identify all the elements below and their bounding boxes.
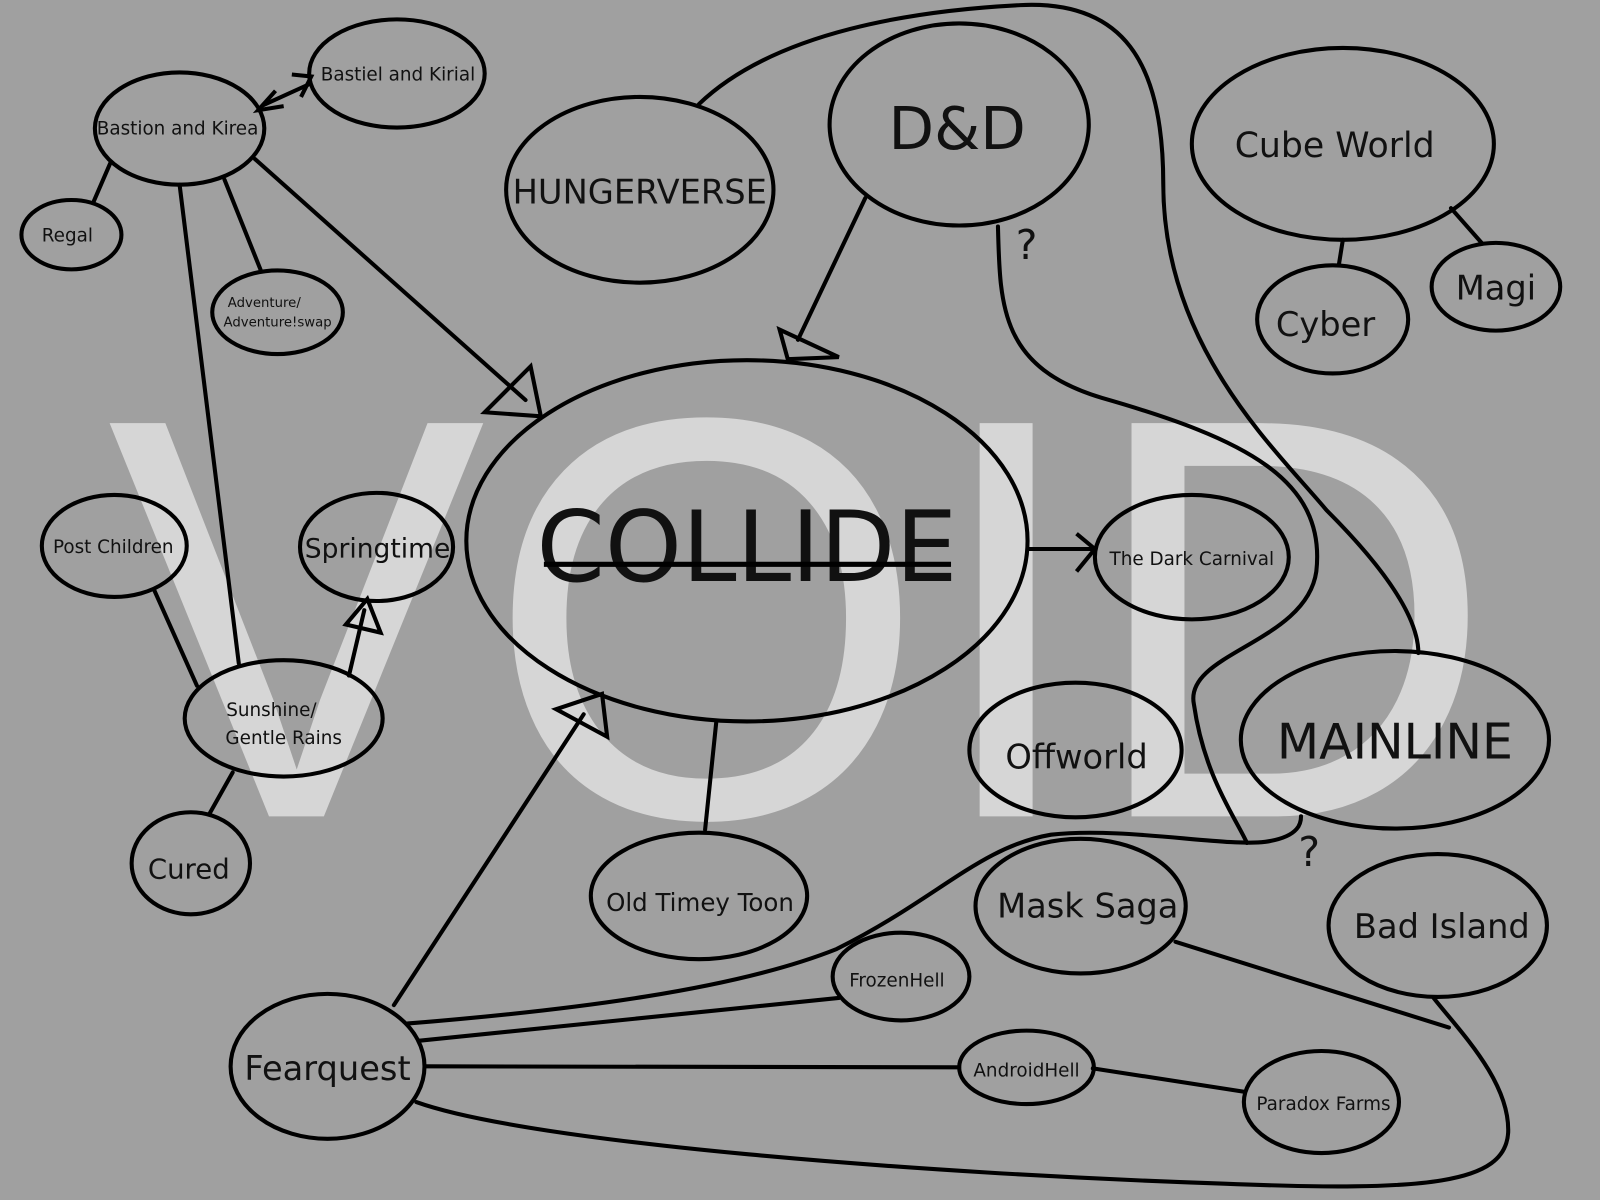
edge-cubeworld-magi xyxy=(1448,206,1484,245)
edge-hungerverse-mainline xyxy=(696,2,1421,656)
node-label: Old Timey Toon xyxy=(606,888,794,917)
edge-dnd-mainline xyxy=(995,224,1320,845)
edge-fearquest-collide xyxy=(391,712,586,1008)
node-label: Sunshine/ xyxy=(226,700,317,721)
question-mark-mainline: ? xyxy=(1298,828,1320,876)
node-androidhell[interactable]: AndroidHell xyxy=(957,1028,1096,1107)
arrowhead-collide-top xyxy=(776,325,840,362)
edge-bastion-adventure xyxy=(222,177,264,274)
node-label: Mask Saga xyxy=(997,887,1178,926)
node-label: Cured xyxy=(148,853,230,885)
node-masksaga[interactable]: Mask Saga xyxy=(973,836,1188,976)
node-collide[interactable]: COLLIDE xyxy=(464,358,1030,724)
edge-collide-oldtimey xyxy=(703,719,719,832)
node-label: Adventure/ xyxy=(228,296,302,311)
edge-sunshine-cured xyxy=(207,770,235,817)
node-dnd[interactable]: D&D xyxy=(827,21,1091,228)
node-label: Paradox Farms xyxy=(1256,1094,1390,1115)
node-mainline[interactable]: MAINLINE xyxy=(1238,648,1552,831)
node-label: Regal xyxy=(42,226,93,247)
node-label: The Dark Carnival xyxy=(1109,549,1275,570)
node-hungerverse[interactable]: HUNGERVERSE xyxy=(504,94,776,285)
node-label: Offworld xyxy=(1005,738,1147,777)
node-magi[interactable]: Magi xyxy=(1429,240,1563,333)
edges xyxy=(91,2,1511,1189)
node-paradox[interactable]: Paradox Farms xyxy=(1241,1048,1402,1156)
edge-bastion-regal xyxy=(91,161,113,204)
node-label: Adventure!swap xyxy=(223,315,331,330)
node-label: Post Children xyxy=(53,537,174,558)
node-label: AndroidHell xyxy=(973,1060,1079,1081)
node-label: D&D xyxy=(889,94,1026,163)
node-badisland[interactable]: Bad Island xyxy=(1326,852,1549,999)
edge-fearquest-androidhell xyxy=(422,1064,962,1070)
node-label: Magi xyxy=(1456,268,1536,307)
node-label: Gentle Rains xyxy=(225,728,342,749)
node-postchildren[interactable]: Post Children xyxy=(39,492,189,599)
edge-dnd-collide xyxy=(795,195,868,342)
node-label: Fearquest xyxy=(244,1049,410,1088)
node-offworld[interactable]: Offworld xyxy=(967,680,1184,820)
node-label: FrozenHell xyxy=(849,971,944,992)
edge-sunshine-springtime xyxy=(346,608,367,678)
node-label: MAINLINE xyxy=(1277,713,1513,770)
node-oldtimey[interactable]: Old Timey Toon xyxy=(588,830,810,962)
edge-fearquest-frozenhell xyxy=(416,995,841,1043)
edge-androidhell-paradox xyxy=(1090,1066,1247,1094)
node-sunshine[interactable]: Sunshine/Gentle Rains xyxy=(182,658,385,779)
arrowhead-collide-left xyxy=(480,362,544,419)
node-label: Cyber xyxy=(1276,305,1375,344)
node-bastiel[interactable]: Bastiel and Kirial xyxy=(307,17,487,130)
node-cyber[interactable]: Cyber xyxy=(1255,263,1411,376)
edge-cubeworld-cyber xyxy=(1336,237,1345,268)
arrowhead-collide-bottom xyxy=(551,691,610,741)
node-label: HUNGERVERSE xyxy=(513,172,767,211)
node-label: Springtime xyxy=(305,534,450,565)
node-regal[interactable]: Regal xyxy=(19,197,124,272)
edge-postchildren-sunshine xyxy=(152,587,199,688)
node-label: Bad Island xyxy=(1354,907,1530,946)
node-label: COLLIDE xyxy=(537,491,958,605)
node-label: Bastion and Kirea xyxy=(97,119,259,140)
edge-masksaga-badisland xyxy=(1173,939,1452,1030)
question-mark-dnd: ? xyxy=(1016,221,1038,269)
edge-bastion-bastiel xyxy=(261,82,311,108)
node-label: Bastiel and Kirial xyxy=(321,65,475,86)
node-cured[interactable]: Cured xyxy=(129,810,253,917)
edge-bastion-collide xyxy=(253,157,528,403)
node-bastion[interactable]: Bastion and Kirea xyxy=(92,70,267,187)
node-cubeworld[interactable]: Cube World xyxy=(1189,45,1496,242)
edge-fearquest-mainline xyxy=(406,814,1304,1026)
node-fearquest[interactable]: Fearquest xyxy=(228,991,427,1141)
edge-fearquest-badisland xyxy=(414,995,1511,1189)
node-frozenhell[interactable]: FrozenHell xyxy=(830,930,972,1023)
node-label: Cube World xyxy=(1235,126,1435,166)
node-springtime[interactable]: Springtime xyxy=(297,490,456,604)
node-darkcarnival[interactable]: The Dark Carnival xyxy=(1092,492,1291,622)
node-adventure[interactable]: Adventure/Adventure!swap xyxy=(210,268,345,357)
void-watermark: VOID xyxy=(107,300,1495,938)
edge-bastion-sunshine xyxy=(177,182,241,666)
arrowhead-springtime xyxy=(342,595,384,636)
